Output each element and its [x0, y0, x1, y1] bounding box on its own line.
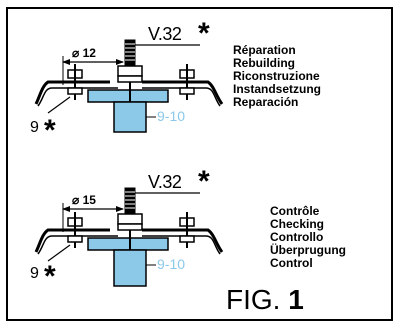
figure-title: FIG. 1 [226, 286, 304, 314]
top-assembly [34, 39, 224, 133]
bottom-range-label: 9-10 [157, 256, 186, 272]
top-left-arm [34, 80, 110, 105]
top-label-en: Rebuilding [233, 56, 295, 70]
top-label-fr: Réparation [233, 43, 296, 57]
top-part-number: 9 [30, 119, 39, 136]
top-label-de: Instandsetzung [233, 82, 322, 96]
bottom-left-arm [34, 228, 110, 253]
top-reference-star: * [198, 17, 210, 50]
bottom-label-de: Überprugung [270, 243, 346, 257]
bottom-part-leader [47, 244, 71, 262]
bottom-reference-star: * [198, 165, 210, 198]
bottom-label-en: Checking [270, 217, 325, 231]
top-label-es: Reparación [233, 95, 299, 109]
figure-frame [6, 7, 393, 321]
top-right-arm [142, 80, 224, 105]
bottom-right-arm [142, 228, 224, 253]
figure-prefix: FIG. [226, 284, 281, 315]
figure-number: 1 [288, 284, 304, 315]
bottom-label-fr: Contrôle [270, 204, 320, 218]
bottom-nut-upper [117, 213, 143, 225]
top-language-labels: Réparation Rebuilding Riconstruzione Ins… [233, 44, 321, 109]
bottom-language-labels: Contrôle Checking Controllo Überprugung … [270, 205, 346, 270]
top-block [113, 101, 147, 133]
top-nut-upper [117, 65, 143, 77]
bottom-assembly [34, 187, 224, 287]
bottom-label-it: Controllo [270, 230, 324, 244]
bottom-diameter-value: 15 [82, 193, 96, 207]
bottom-reference-label: V.32 [148, 172, 182, 192]
top-diameter-label: ⌀ 12 [72, 46, 96, 60]
bottom-block [113, 249, 147, 287]
top-part-star: * [44, 114, 56, 147]
top-reference-label: V.32 [148, 24, 182, 44]
bottom-part-star: * [44, 260, 56, 293]
bottom-flange [87, 237, 169, 251]
top-range-label: 9-10 [157, 108, 186, 124]
top-part-leader [47, 96, 71, 114]
top-diameter-value: 12 [82, 46, 96, 60]
bottom-part-number: 9 [30, 265, 39, 282]
bottom-label-es: Control [270, 256, 313, 270]
bottom-diameter-label: ⌀ 15 [72, 193, 96, 207]
top-label-it: Riconstruzione [233, 69, 320, 83]
top-flange [87, 89, 169, 103]
